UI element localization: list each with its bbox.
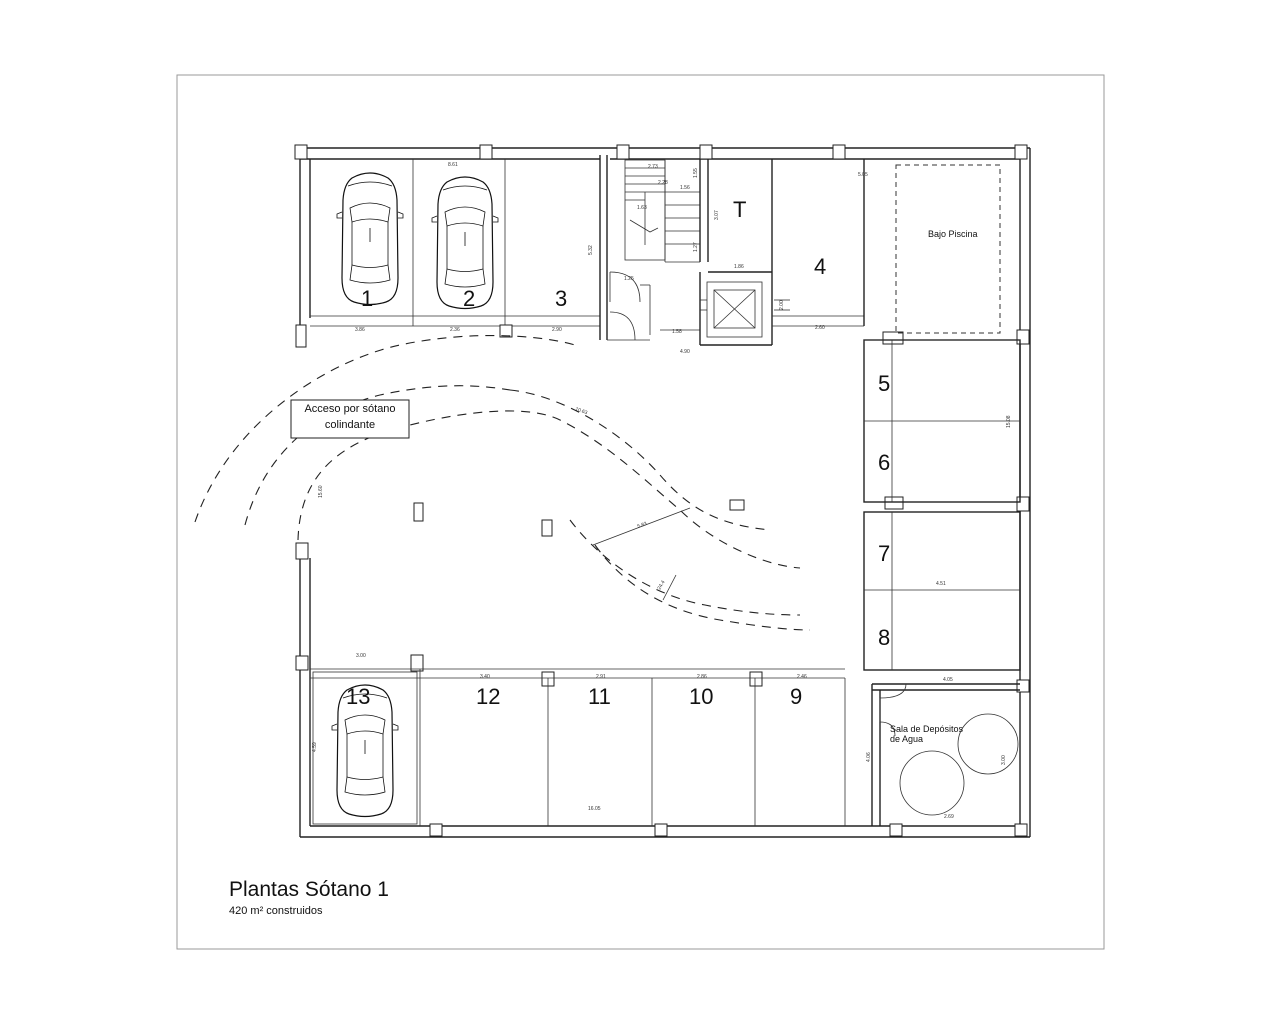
ramp-curves bbox=[194, 335, 811, 631]
space-2-label: 2 bbox=[463, 286, 475, 311]
dim-label: 2.28 bbox=[658, 180, 668, 186]
right-parking-column bbox=[863, 339, 1021, 671]
dim-label: 16.05 bbox=[588, 806, 601, 812]
dim-label: 3.40 bbox=[480, 674, 490, 680]
space-3-label: 3 bbox=[555, 286, 567, 311]
bottom-parking-row bbox=[310, 668, 846, 826]
dim-label: 1.58 bbox=[672, 329, 682, 335]
dim-label: 2.46 bbox=[797, 674, 807, 680]
space-4-label: 4 bbox=[814, 254, 826, 279]
dim-label: 10.63 bbox=[574, 406, 588, 416]
access-note-box bbox=[290, 399, 410, 439]
access-label-line2: colindante bbox=[325, 419, 375, 431]
dim-label: 3.00 bbox=[1001, 755, 1007, 765]
dim-label: 15.60 bbox=[318, 485, 324, 498]
dim-label: 3.86 bbox=[355, 327, 365, 333]
dim-label: 2.86 bbox=[697, 674, 707, 680]
sheet-frame bbox=[176, 74, 1105, 950]
dim-label: 2.90 bbox=[552, 327, 562, 333]
dim-label: 4.51 bbox=[936, 581, 946, 587]
access-label-line1: Acceso por sótano bbox=[304, 403, 395, 415]
dim-label: 5.32 bbox=[588, 245, 594, 255]
dim-label: 5.83 bbox=[637, 521, 648, 530]
car-icon bbox=[336, 172, 404, 306]
water-tank-room bbox=[871, 683, 1020, 826]
dim-label: 3.00 bbox=[356, 653, 366, 659]
dim-label: 4.90 bbox=[680, 349, 690, 355]
space-8-label: 8 bbox=[878, 625, 890, 650]
pool-label: Bajo Piscina bbox=[928, 229, 978, 239]
dim-label: 2.60 bbox=[815, 325, 825, 331]
space-12-label: 12 bbox=[476, 684, 500, 709]
dim-label: 2.36 bbox=[450, 327, 460, 333]
dim-label: 1.63 bbox=[637, 205, 647, 211]
space-11-label: 11 bbox=[588, 684, 611, 709]
space-13-label: 13 bbox=[346, 684, 370, 709]
space-6-label: 6 bbox=[878, 450, 890, 475]
space-labels: 1 2 3 4 5 6 7 8 9 10 11 12 13 T bbox=[346, 197, 890, 709]
tank-icon bbox=[899, 750, 965, 816]
dim-label: 8.61 bbox=[448, 162, 458, 168]
dim-label: 1.86 bbox=[734, 264, 744, 270]
stair-core bbox=[607, 159, 773, 346]
space-1-label: 1 bbox=[361, 286, 373, 311]
dim-label: 2.00 bbox=[779, 300, 785, 310]
dim-label: 1.55 bbox=[693, 168, 699, 178]
dim-label: 15.08 bbox=[1006, 415, 1012, 428]
dim-label: 4.05 bbox=[943, 677, 953, 683]
dim-label: 1.56 bbox=[680, 185, 690, 191]
dim-label: 2.73 bbox=[648, 164, 658, 170]
dim-label: 2.91 bbox=[596, 674, 606, 680]
space-10-label: 10 bbox=[689, 684, 713, 709]
dim-label: 24.4 bbox=[657, 579, 667, 591]
tank-icon bbox=[957, 713, 1019, 775]
space-t-label: T bbox=[733, 197, 746, 222]
water-room-label-line1: Sala de Depósitos bbox=[890, 724, 964, 734]
room-labels: Bajo Piscina Acceso por sótano colindant… bbox=[304, 229, 977, 744]
dim-label: 4.06 bbox=[866, 752, 872, 762]
dimension-labels: 8.61 3.86 2.36 2.90 5.32 2.73 2.28 1.56 … bbox=[312, 162, 1012, 820]
structural-columns bbox=[294, 144, 1030, 837]
dim-label: 5.05 bbox=[858, 172, 868, 178]
pool-outline bbox=[895, 164, 1001, 334]
page-subtitle: 420 m² construidos bbox=[229, 905, 323, 917]
dim-label: 1.25 bbox=[624, 276, 634, 282]
water-room-label-line2: de Agua bbox=[890, 734, 923, 744]
dim-label: 1.27 bbox=[693, 242, 699, 252]
dim-label: 3.07 bbox=[714, 210, 720, 220]
space-9-label: 9 bbox=[790, 684, 802, 709]
space-5-label: 5 bbox=[878, 371, 890, 396]
top-parking-row bbox=[310, 155, 608, 340]
page-title: Plantas Sótano 1 bbox=[229, 878, 389, 901]
space-7-label: 7 bbox=[878, 541, 890, 566]
space-4-area bbox=[772, 159, 865, 327]
dim-label: 4.59 bbox=[312, 742, 318, 752]
dim-label: 2.69 bbox=[944, 814, 954, 820]
